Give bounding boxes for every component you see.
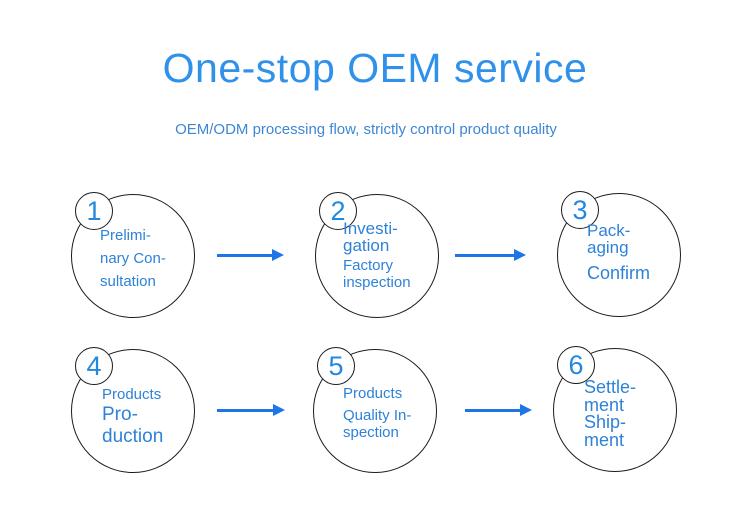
step-label: Products Pro- duction — [102, 386, 163, 448]
arrow-shaft — [455, 253, 514, 257]
step-label-line: Prelimi- — [100, 227, 151, 244]
step-number-badge: 6 — [557, 346, 595, 384]
arrow-shaft — [217, 408, 273, 412]
step-label-line: Pack- — [587, 221, 631, 240]
step-label-line: gation — [343, 236, 390, 255]
step-number-badge: 4 — [75, 347, 113, 385]
step-node-5: 5 Products Quality In- spection — [313, 347, 437, 473]
step-label-line: Products — [343, 385, 403, 402]
flow-arrow-4-5 — [217, 403, 285, 417]
step-label: Investi- gation Factory inspection — [343, 220, 411, 291]
step-label-line: Quality In- — [343, 407, 412, 424]
step-label-line: Investi- — [343, 219, 398, 238]
step-label-line: ment — [584, 429, 625, 450]
arrow-head-icon — [520, 404, 532, 416]
step-label: Pack- aging Confirm — [587, 222, 650, 282]
step-label-line: Pro- — [102, 404, 138, 425]
step-node-6: 6 Settle- ment Ship- ment — [553, 346, 677, 472]
step-label-line: Factory — [343, 257, 394, 274]
step-circle — [315, 194, 439, 318]
step-label-line: ment — [584, 394, 625, 415]
arrow-head-icon — [514, 249, 526, 261]
step-label-line: spection — [343, 424, 399, 441]
step-number-badge: 3 — [561, 191, 599, 229]
step-label-line: Settle- — [584, 377, 637, 397]
step-label-line: sultation — [100, 273, 156, 290]
arrow-head-icon — [272, 249, 284, 261]
arrow-shaft — [217, 253, 272, 257]
page-subtitle: OEM/ODM processing flow, strictly contro… — [175, 121, 557, 138]
flow-arrow-2-3 — [455, 248, 526, 262]
step-label-line: Products — [102, 386, 162, 403]
step-node-2: 2 Investi- gation Factory inspection — [315, 192, 439, 318]
step-label-line: duction — [102, 426, 164, 447]
step-number-badge: 5 — [317, 347, 355, 385]
step-label-line: inspection — [343, 274, 411, 291]
step-label-line: Ship- — [584, 412, 627, 432]
step-node-3: 3 Pack- aging Confirm — [557, 191, 681, 317]
step-label: Prelimi- nary Con- sultation — [100, 224, 166, 293]
page-title: One-stop OEM service — [162, 45, 588, 91]
step-label-line: nary Con- — [100, 250, 166, 267]
step-label-line: Confirm — [587, 263, 651, 283]
step-number-badge: 1 — [75, 192, 113, 230]
flow-arrow-5-6 — [465, 403, 532, 417]
step-label-line: aging — [587, 238, 629, 257]
arrow-head-icon — [273, 404, 285, 416]
step-label: Settle- ment Ship- ment — [584, 377, 637, 450]
flow-arrow-1-2 — [217, 248, 284, 262]
arrow-shaft — [465, 408, 520, 412]
step-node-4: 4 Products Pro- duction — [71, 347, 195, 473]
step-node-1: 1 Prelimi- nary Con- sultation — [71, 192, 195, 318]
step-label: Products Quality In- spection — [343, 385, 411, 441]
step-number-badge: 2 — [319, 192, 357, 230]
